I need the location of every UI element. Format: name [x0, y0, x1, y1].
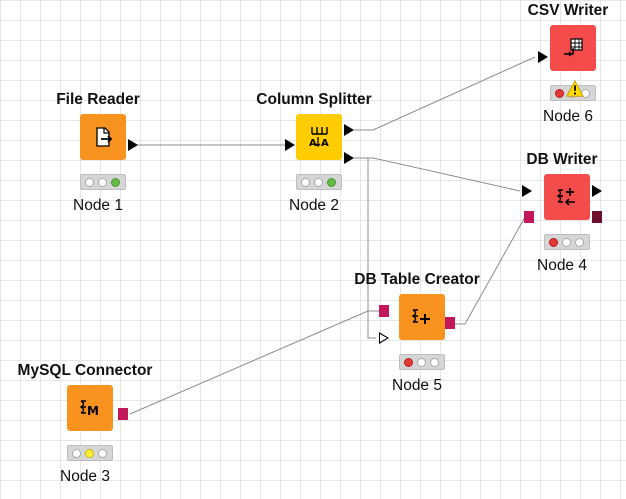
traffic-light: [399, 354, 445, 370]
node-label[interactable]: Node 5: [392, 377, 442, 394]
traffic-light: [544, 234, 590, 250]
file-reader-icon: [96, 127, 113, 147]
connection-node2-node6: [354, 56, 536, 131]
data-input-port[interactable]: [379, 332, 389, 344]
traffic-light: [80, 174, 126, 190]
database-output-port[interactable]: [592, 211, 602, 223]
mysql-connector-icon: M: [79, 400, 99, 418]
database-input-port[interactable]: [524, 211, 534, 223]
node-body[interactable]: [550, 25, 596, 71]
node-title: DB Table Creator: [354, 271, 480, 288]
svg-text:M: M: [87, 404, 99, 418]
db-writer-icon: [556, 188, 575, 206]
traffic-light: [296, 174, 342, 190]
input-port[interactable]: [538, 51, 548, 63]
connection-node2-node5: [354, 157, 376, 339]
data-input-port[interactable]: [522, 185, 532, 197]
output-port-bottom[interactable]: [344, 152, 354, 164]
node-body[interactable]: [399, 294, 445, 340]
warning-icon[interactable]: [566, 80, 584, 98]
node-title: DB Writer: [526, 151, 598, 168]
node-label[interactable]: Node 1: [73, 197, 123, 214]
output-port[interactable]: [128, 139, 138, 151]
node-body[interactable]: M: [67, 385, 113, 431]
database-input-port[interactable]: [379, 305, 389, 317]
traffic-light: [550, 80, 596, 101]
node-label[interactable]: Node 4: [537, 257, 587, 274]
data-output-port[interactable]: [592, 185, 602, 197]
node-title: CSV Writer: [527, 2, 609, 19]
node-label[interactable]: Node 6: [543, 108, 593, 125]
node-label[interactable]: Node 3: [60, 468, 110, 485]
csv-writer-icon: [564, 38, 583, 57]
connection-node3-node5: [129, 310, 380, 415]
node-body[interactable]: A A: [296, 114, 342, 160]
node-title: Column Splitter: [256, 91, 372, 108]
node-body[interactable]: [80, 114, 126, 160]
node-label[interactable]: Node 2: [289, 197, 339, 214]
connection-node5-node4: [454, 216, 526, 325]
db-table-creator-icon: [411, 309, 430, 324]
column-splitter-icon: A A: [309, 127, 329, 149]
node-body[interactable]: [544, 174, 590, 220]
svg-text:A: A: [321, 138, 329, 149]
database-output-port[interactable]: [118, 408, 128, 420]
node-title: MySQL Connector: [17, 362, 153, 379]
svg-text:A: A: [309, 138, 317, 149]
database-output-port[interactable]: [445, 317, 455, 329]
input-port[interactable]: [285, 139, 295, 151]
connection-node2-node4: [354, 157, 521, 192]
node-title: File Reader: [56, 91, 140, 108]
output-port-top[interactable]: [344, 124, 354, 136]
traffic-light: [67, 445, 113, 461]
